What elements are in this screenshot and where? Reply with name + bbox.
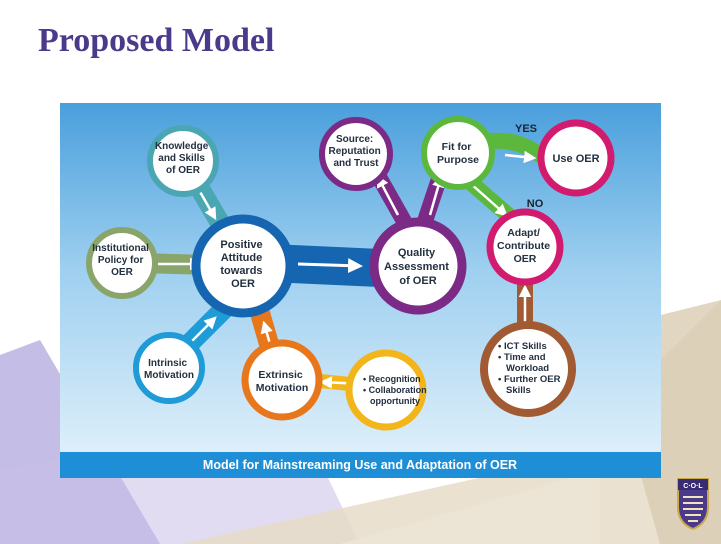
svg-text:Use OER: Use OER bbox=[552, 153, 599, 165]
node-fit: Fit for Purpose bbox=[421, 116, 495, 190]
node-quality: Quality Assessment of OER bbox=[369, 217, 467, 315]
node-intrinsic: Intrinsic Motivation bbox=[133, 332, 205, 404]
arrow-intrinsic bbox=[187, 316, 217, 346]
arrow-yes bbox=[504, 150, 537, 164]
svg-text:Adapt/ Contribute: Adapt/ Contribute OER bbox=[497, 227, 553, 265]
arrow-quality bbox=[297, 258, 363, 274]
oer-model-diagram: Model for Mainstreaming Use and Adaptati… bbox=[60, 103, 661, 478]
svg-text:Fit for Purpose: Fit for Purpose bbox=[437, 141, 479, 166]
node-extrinsic: Extrinsic Motivation bbox=[241, 339, 323, 421]
node-knowledge: Knowledge and Skills of OER bbox=[147, 125, 219, 197]
col-crest-logo: C·O·L bbox=[677, 478, 709, 531]
svg-text:Intrinsic Motivation: Intrinsic Motivation bbox=[144, 358, 194, 381]
arrow-source bbox=[376, 174, 400, 216]
node-use: Use OER bbox=[537, 119, 615, 197]
logo-text: C·O·L bbox=[683, 483, 703, 490]
node-attitude: Positive Attitude towards OER bbox=[191, 214, 295, 318]
svg-text:• ICT Skills • Time an: • ICT Skills • Time and Workload • Furth… bbox=[498, 341, 563, 396]
svg-text:• Recognition • Collab: • Recognition • Collaboration opportunit… bbox=[363, 374, 429, 406]
node-adapt: Adapt/ Contribute OER bbox=[486, 208, 564, 286]
svg-text:Positive Attitude: Positive Attitude towards OER bbox=[220, 239, 265, 290]
svg-text:Source: Reputation: Source: Reputation and Trust bbox=[329, 134, 384, 169]
slide-title: Proposed Model bbox=[38, 22, 275, 59]
bg-shape-cream bbox=[340, 470, 600, 544]
arrow-no bbox=[469, 182, 508, 217]
svg-text:Knowledge and Skills: Knowledge and Skills of OER bbox=[155, 141, 211, 176]
label-yes: YES bbox=[515, 123, 537, 135]
diagram-caption: Model for Mainstreaming Use and Adaptati… bbox=[203, 458, 517, 472]
svg-text:Institutional Policy f: Institutional Policy for OER bbox=[92, 243, 151, 278]
node-policy: Institutional Policy for OER bbox=[86, 227, 158, 299]
node-recognition: • Recognition • Collaboration opportunit… bbox=[345, 349, 429, 431]
svg-text:Extrinsic Motivation: Extrinsic Motivation bbox=[256, 369, 309, 394]
label-no: NO bbox=[527, 198, 544, 210]
node-skills: • ICT Skills • Time and Workload • Furth… bbox=[480, 321, 576, 417]
node-source: Source: Reputation and Trust bbox=[319, 117, 393, 191]
caption-bar bbox=[60, 452, 661, 478]
svg-text:Quality Assessment: Quality Assessment of OER bbox=[384, 247, 452, 287]
